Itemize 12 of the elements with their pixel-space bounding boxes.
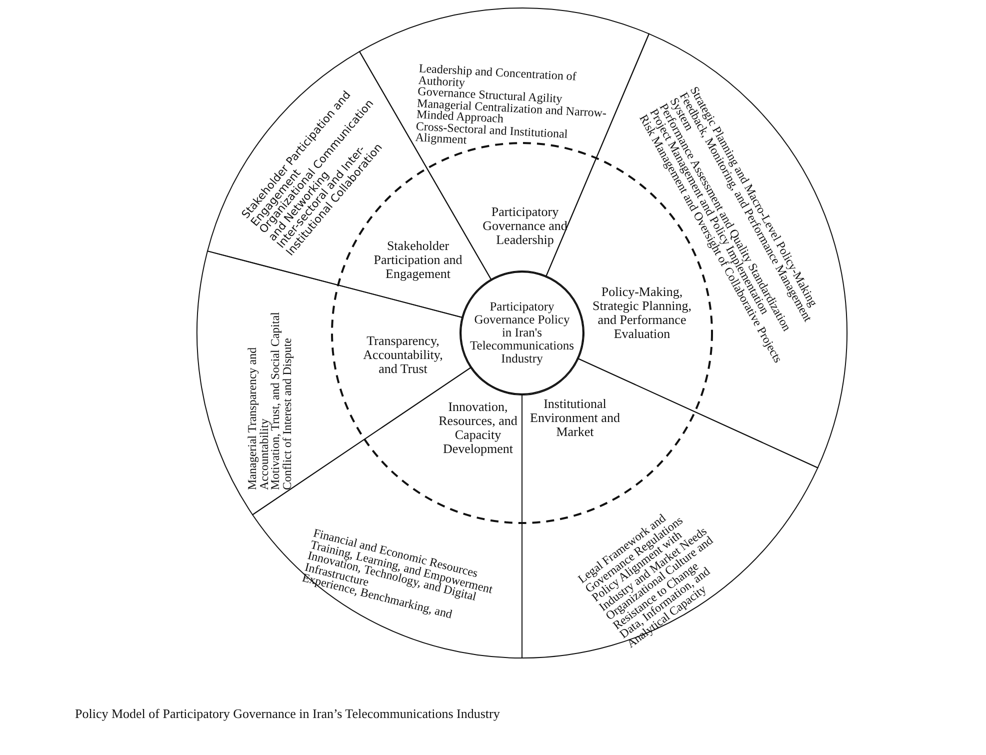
center-title: Participatory Governance Policy in Iran's Telecommunications Industry bbox=[469, 300, 575, 366]
sector-heading: Transparency, Accountability, and Trust bbox=[362, 334, 444, 376]
sector-heading: Institutional Environment and Market bbox=[529, 397, 621, 439]
sector-heading: Participatory Governance and Leadership bbox=[482, 205, 568, 247]
sector-item: Leadership and Concentration of Authority bbox=[418, 62, 578, 89]
sector-heading: Policy-Making, Strategic Planning, and Performance Evaluation bbox=[592, 285, 692, 341]
sector-item: Conflict of Interest and Dispute bbox=[282, 338, 293, 490]
figure-caption: Policy Model of Participatory Governance in Iran’s Telecommunications Industry bbox=[75, 706, 500, 722]
sector-heading: Innovation, Resources, and Capacity Development bbox=[438, 400, 518, 456]
sector-item: Motivation, Trust, and Social Capital bbox=[270, 310, 282, 490]
sector-heading: Stakeholder Participation and Engagement bbox=[372, 239, 464, 281]
sector-item: Managerial Transparency and Accountability bbox=[247, 346, 270, 490]
